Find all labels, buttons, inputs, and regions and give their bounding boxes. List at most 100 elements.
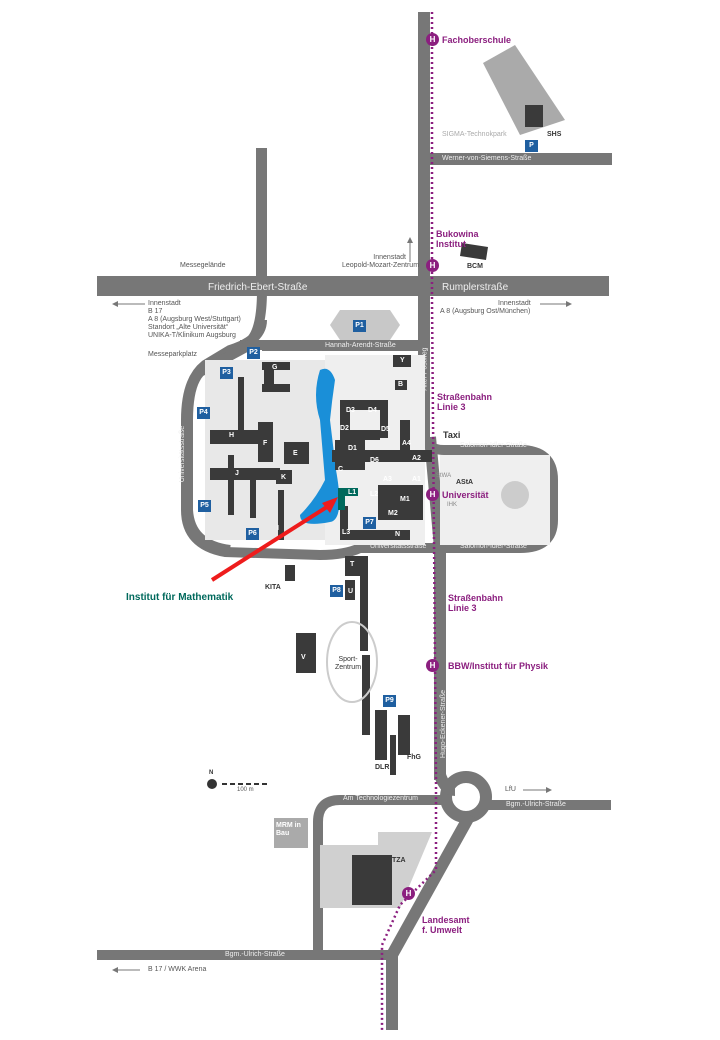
direction-line: A 8 (Augsburg Ost/München) [440,308,531,316]
building-i[interactable]: I [277,525,279,532]
street-werner-von-siemens: Werner-von-Siemens-Straße [442,155,532,162]
building-t[interactable]: T [350,561,355,568]
building-d3[interactable]: D3 [346,407,355,414]
tram-stop-fachoberschule[interactable]: Fachoberschule [442,35,512,45]
building-l3[interactable]: L3 [342,529,351,536]
parking-p[interactable]: P [525,140,538,152]
institut-mathematik-label[interactable]: Institut für Mathematik [126,592,234,603]
arrow-bottom-left-head [112,967,118,973]
building-v[interactable]: V [301,654,306,661]
tram-line-label: Straßenbahn Linie 3 [437,392,493,413]
east-plaza [501,481,529,509]
direction-line: Innenstadt [498,300,531,307]
street-bgm-ulrich-bottom: Bgm.-Ulrich-Straße [225,951,285,958]
building-a1[interactable]: A1 [412,476,421,483]
direction-line: UNIKA-T/Klinikum Augsburg [148,332,236,340]
building-d2[interactable]: D2 [340,425,349,432]
asta-label: AStA [456,479,474,486]
messeparkplatz-label: Messeparkplatz [148,351,198,358]
math-pointer-arrow [210,503,332,582]
building-a4[interactable]: A4 [402,440,411,447]
math-building [338,488,358,496]
direction-line: A 8 (Augsburg West/Stuttgart) [148,316,241,324]
tza-label: TZA [392,857,406,864]
building-f[interactable]: F [263,440,268,447]
building-r[interactable]: R [382,588,388,595]
building-s[interactable]: S [382,654,387,661]
street-alter-postweg: Alter Postweg [421,347,429,391]
building-m2[interactable]: M2 [388,510,398,517]
tram-stop-bbw-physik[interactable]: BBW/Institut für Physik [448,661,549,671]
arrow-north-head [407,237,413,243]
arrow-right-head [566,301,572,307]
street-salomon-idler-top: Salomon-Idler-Straße [460,442,527,449]
parking-p5[interactable]: P5 [198,500,211,512]
shs-building [525,105,543,127]
building-g[interactable]: G [272,364,278,371]
direction-north: Innenstadt Leopold-Mozart-Zentrum [342,254,419,270]
building-b[interactable]: B [398,381,404,388]
tram-stop-icon[interactable]: H [426,33,439,46]
bgm-ulrich-road-right [485,800,611,810]
tram-stop-universitaet[interactable]: Universität [442,490,489,500]
parking-p2[interactable]: P2 [247,347,260,359]
building-l1[interactable]: L1 [348,489,357,496]
tram-stop-icon[interactable]: H [426,259,439,272]
tram-stop-bukowina[interactable]: Bukowina Institut [436,229,479,250]
north-compass-icon [207,779,217,789]
building-n[interactable]: N [395,531,401,538]
building-j[interactable]: J [235,470,239,477]
street-hannah-arendt: Hannah-Arendt-Straße [325,342,396,349]
building-d5[interactable]: D5 [381,426,390,433]
parking-p4[interactable]: P4 [197,407,210,419]
arrow-lfu-head [546,787,552,793]
building-k[interactable]: K [281,474,287,481]
building-h[interactable]: H [229,432,235,439]
kita-label: KITA [265,584,281,591]
tram-stop-icon[interactable]: H [402,887,415,900]
am-technologiezentrum-road [313,795,448,958]
parking-p3[interactable]: P3 [220,367,233,379]
north-road [256,148,267,278]
building-y[interactable]: Y [400,357,405,364]
building-a2[interactable]: A2 [412,455,421,462]
street-friedrich-ebert: Friedrich-Ebert-Straße [208,282,308,293]
street-salomon-idler-bottom: Salomon-Idler-Straße [460,543,527,550]
bgm-ulrich-road-bottom [97,950,397,960]
building-u[interactable]: U [348,588,354,595]
tram-stop-icon[interactable]: H [426,659,439,672]
building-a3[interactable]: A3 [383,476,392,483]
sport-track [326,621,378,703]
parking-p9[interactable]: P9 [383,695,396,707]
campus-area-east [440,455,550,545]
direction-line: Standort „Alte Universität“ [148,324,229,332]
ihk-label: IHK [447,502,458,508]
building-d6[interactable]: D6 [370,457,379,464]
direction-line: B 17 [148,308,163,316]
shs-label: SHS [547,131,562,138]
friedrich-ebert-road [97,276,609,296]
road-to-roundabout [434,772,456,796]
hannah-arendt-road [262,341,422,351]
dlr-label: DLR [375,764,390,771]
parking-p8[interactable]: P8 [330,585,343,597]
parking-p7[interactable]: P7 [363,517,376,529]
building-l2[interactable]: L2 [370,491,379,498]
building-c[interactable]: C [338,466,344,473]
sigma-area [483,45,565,135]
building-e[interactable]: E [293,450,298,457]
bcm-label: BCM [467,263,483,270]
tram-stop-icon[interactable]: H [426,488,439,501]
parking-p6[interactable]: P6 [246,528,259,540]
parking-p1[interactable]: P1 [353,320,366,332]
direction-line: Innenstadt [148,300,181,307]
tram-stop-landesamt[interactable]: Landesamt f. Umwelt [422,915,470,936]
street-universitaetsstrasse: Universitätsstraße [370,543,427,550]
sport-zentrum-label: Sport-Zentrum [334,656,362,672]
building-d4[interactable]: D4 [368,407,377,414]
street-hugo-eckener: Hugo-Eckener-Straße [440,689,448,759]
building-d1[interactable]: D1 [348,445,357,452]
direction-line: Innenstadt [373,254,406,261]
building-m1[interactable]: M1 [400,496,410,503]
